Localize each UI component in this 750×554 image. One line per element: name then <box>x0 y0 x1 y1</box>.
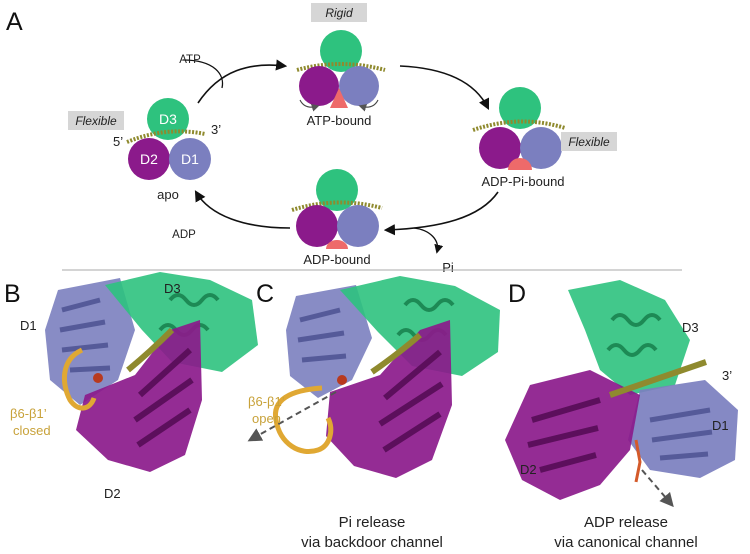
b-d2-label: D2 <box>104 486 121 501</box>
structure-c <box>247 276 500 478</box>
domain-d2 <box>296 205 338 247</box>
d2-cartoon <box>326 320 452 478</box>
cycle-arrow-apo-to-atp <box>197 59 288 104</box>
ligand-site <box>93 373 103 383</box>
c-loop-state: open <box>252 411 281 426</box>
domain-d2 <box>128 138 170 180</box>
cycle-arrow-adp-to-apo <box>194 190 291 229</box>
d1-cartoon <box>628 380 738 478</box>
domain-d1 <box>520 127 562 169</box>
structure-d <box>505 280 738 508</box>
loop-closed <box>61 347 97 411</box>
d-d3-label: D3 <box>682 320 699 335</box>
tag-rigid <box>311 3 367 22</box>
d-d2-label: D2 <box>520 462 537 477</box>
pi-release-path <box>247 391 337 442</box>
closure-arrow-right <box>358 99 379 112</box>
label-pi: Pi <box>442 260 454 275</box>
rna-strand <box>296 62 386 72</box>
label-adp: ADP <box>172 229 196 241</box>
d2-strands <box>527 397 601 473</box>
d3-cartoon <box>340 276 500 376</box>
rna-strand <box>126 327 175 373</box>
tag-rigid-text: Rigid <box>325 6 353 20</box>
state-apo: Flexible D3 5’ 3’ D2 D1 apo <box>68 98 221 202</box>
b-loop-state: closed <box>13 423 51 438</box>
closure-arrow-left <box>299 99 320 112</box>
d1-strand <box>59 297 111 373</box>
rna-strand <box>291 200 383 212</box>
panel-letter-a: A <box>6 8 23 36</box>
d-caption-line2: via canonical channel <box>554 534 697 551</box>
state-adp-bound: ADP-bound <box>291 169 383 267</box>
tag-flexible-left <box>68 111 124 130</box>
domain-d3-label: D3 <box>159 111 177 127</box>
tag-flexible-right <box>561 132 617 151</box>
domain-d1 <box>169 138 211 180</box>
domain-d2 <box>479 127 521 169</box>
atp-ligand <box>330 88 348 108</box>
label-apo: apo <box>157 187 179 202</box>
d1-cartoon <box>286 285 372 398</box>
label-atp: ATP <box>179 54 201 66</box>
tag-flexible-left-text: Flexible <box>75 114 117 128</box>
adp-pi-ligand <box>508 158 532 170</box>
d-d1-label: D1 <box>712 418 729 433</box>
d3-helix <box>606 313 662 357</box>
b-d3-label: D3 <box>164 281 181 296</box>
domain-d3 <box>499 87 541 129</box>
rna-strand <box>126 129 206 144</box>
domain-d1 <box>339 66 379 106</box>
c-caption-line2: via backdoor channel <box>301 534 443 551</box>
label-atp-bound: ATP-bound <box>307 113 372 128</box>
loop-open <box>272 385 334 454</box>
cycle-arrow-adppi-to-adp <box>383 191 499 236</box>
d-three-prime-label: 3’ <box>722 368 732 383</box>
d1-strand <box>297 307 347 363</box>
panel-letter-d: D <box>508 280 526 308</box>
domain-d1-label: D1 <box>181 151 199 167</box>
c-loop-label: β6-β1’ <box>248 394 285 409</box>
tag-flexible-right-text: Flexible <box>568 135 610 149</box>
panel-letter-c: C <box>256 280 274 308</box>
domain-d2 <box>299 66 339 106</box>
atp-in-arrow <box>182 59 224 89</box>
label-adp-pi-bound: ADP-Pi-bound <box>481 174 564 189</box>
d-caption-line1: ADP release <box>584 514 668 531</box>
domain-d3 <box>320 30 362 72</box>
structure-b <box>45 272 258 472</box>
rna-strand <box>472 119 566 132</box>
state-atp-bound: Rigid ATP-bound <box>296 3 386 128</box>
domain-d3 <box>316 169 358 211</box>
adp-ligand <box>634 439 642 483</box>
pi-out-arrow <box>413 227 444 254</box>
d2-strands <box>133 347 194 448</box>
adp-ligand <box>326 240 348 249</box>
cycle-arrow-atp-to-adppi <box>399 65 490 111</box>
label-adp-bound: ADP-bound <box>303 252 370 267</box>
ligand-site <box>337 375 347 385</box>
domain-d1 <box>337 205 379 247</box>
panel-letter-b: B <box>4 280 21 308</box>
d2-strands <box>378 349 444 453</box>
three-prime-label: 3’ <box>211 122 221 137</box>
c-caption-line1: Pi release <box>339 514 406 531</box>
d3-cartoon <box>105 272 258 372</box>
d2-cartoon <box>76 320 202 472</box>
adp-release-path <box>641 469 674 508</box>
state-adp-pi-bound: Flexible ADP-Pi-bound <box>472 87 617 189</box>
five-prime-label: 5’ <box>113 134 123 149</box>
d3-cartoon <box>568 280 690 395</box>
domain-d2-label: D2 <box>140 151 158 167</box>
rna-strand <box>609 359 707 398</box>
b-loop-label: β6-β1’ <box>10 406 47 421</box>
d1-strand <box>649 407 713 461</box>
b-d1-label: D1 <box>20 318 37 333</box>
rna-strand <box>370 332 422 375</box>
